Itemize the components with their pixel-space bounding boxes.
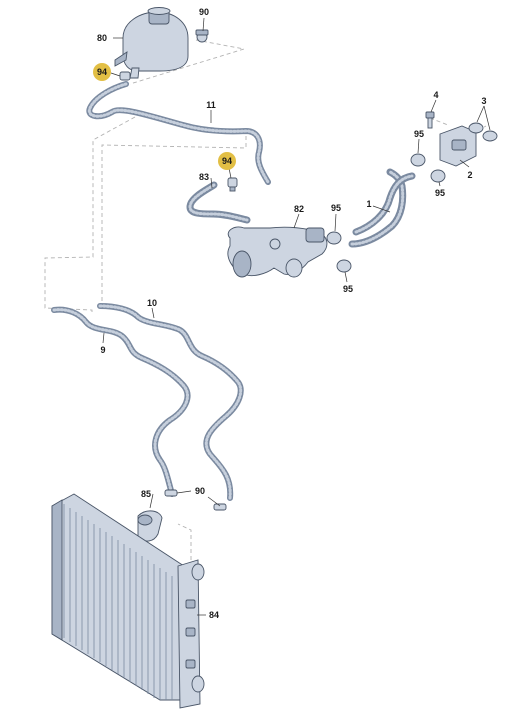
- leader-lines: [102, 17, 491, 616]
- callout-95-right: 95: [435, 188, 445, 198]
- callout-highlight-94-top: [93, 63, 111, 81]
- hose-clamp-right-lower: [213, 503, 227, 511]
- hose-83: [186, 181, 251, 224]
- callout-94-middle: 94: [222, 156, 232, 166]
- hose-9: [51, 306, 191, 497]
- thermostat-housing: [227, 226, 328, 278]
- callout-95-upper: 95: [414, 129, 424, 139]
- callout-90-lower: 90: [195, 486, 205, 496]
- expansion-tank: [114, 7, 189, 79]
- bolt: [425, 111, 435, 129]
- callout-3: 3: [481, 96, 486, 106]
- callout-10: 10: [147, 298, 157, 308]
- callout-9: 9: [100, 345, 105, 355]
- callout-11: 11: [206, 100, 216, 110]
- callout-highlight-94-middle: [218, 152, 236, 170]
- hose-clamp-left-lower: [164, 489, 178, 497]
- bleed-screw-top: [119, 71, 131, 81]
- callout-85: 85: [141, 489, 151, 499]
- hose-clamp-right: [430, 169, 446, 183]
- callout-82: 82: [294, 204, 304, 214]
- radiator: [51, 493, 205, 709]
- bleed-screw-middle: [227, 177, 238, 192]
- callout-2: 2: [467, 170, 472, 180]
- callout-84: 84: [209, 610, 219, 620]
- hose-clamp-lower: [336, 259, 352, 273]
- hose-clamp-upper: [410, 153, 426, 167]
- sealing-rings: [468, 122, 498, 142]
- callout-83: 83: [199, 172, 209, 182]
- callout-90-top: 90: [199, 7, 209, 17]
- callout-1: 1: [366, 199, 371, 209]
- hose-1: [348, 168, 416, 248]
- tank-cap: [195, 29, 209, 43]
- callout-labels: 80 90 94 11 4 3 95 94 83 2 95 1 82 95 95…: [97, 7, 487, 620]
- callout-95-middle: 95: [331, 203, 341, 213]
- hose-connector: [137, 510, 163, 542]
- callout-4: 4: [433, 90, 438, 100]
- hose-11: [86, 81, 271, 185]
- hose-clamp-middle: [326, 231, 342, 245]
- callout-80: 80: [97, 33, 107, 43]
- radiator-fins: [63, 504, 173, 700]
- hose-10: [97, 303, 244, 501]
- callout-95-lower: 95: [343, 284, 353, 294]
- callout-94-top: 94: [97, 67, 107, 77]
- coolant-flange: [439, 125, 477, 167]
- dashed-guide-lines: [44, 39, 487, 560]
